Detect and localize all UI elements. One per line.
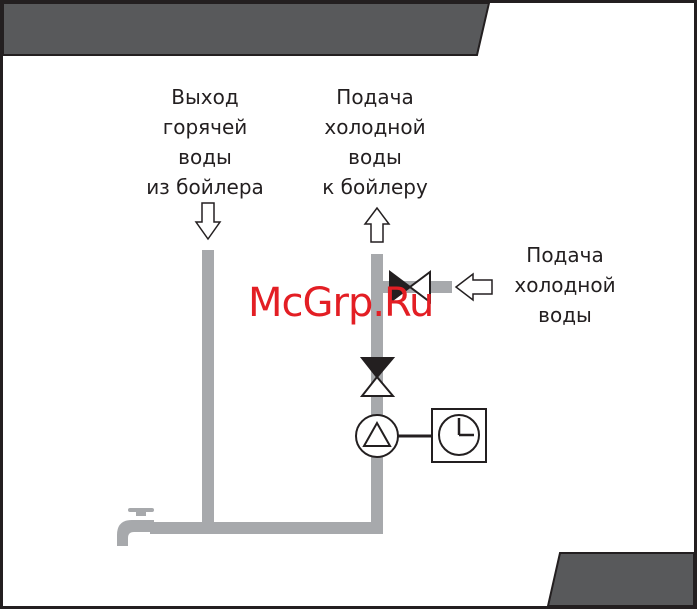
header-band (3, 3, 489, 55)
hot-water-outlet-label: Выход горячей воды из бойлера (120, 82, 290, 202)
cold-water-inlet-label: Подача холодной воды (480, 240, 650, 330)
footer-band (548, 553, 694, 606)
label-line: горячей (120, 112, 290, 142)
label-line: Подача (480, 240, 650, 270)
label-line: воды (290, 142, 460, 172)
shutoff-valve-icon (362, 358, 393, 396)
label-line: из бойлера (120, 172, 290, 202)
label-line: воды (120, 142, 290, 172)
faucet-icon (117, 508, 160, 546)
arrow-up-icon (365, 208, 389, 242)
timer-clock-icon (432, 409, 486, 462)
label-line: Подача (290, 82, 460, 112)
label-line: холодной (290, 112, 460, 142)
watermark-text: McGrp.Ru (248, 280, 433, 326)
label-line: воды (480, 300, 650, 330)
label-line: к бойлеру (290, 172, 460, 202)
pump-icon (356, 415, 398, 457)
label-line: Выход (120, 82, 290, 112)
arrow-down-icon (196, 203, 220, 239)
cold-water-to-boiler-label: Подача холодной воды к бойлеру (290, 82, 460, 202)
label-line: холодной (480, 270, 650, 300)
